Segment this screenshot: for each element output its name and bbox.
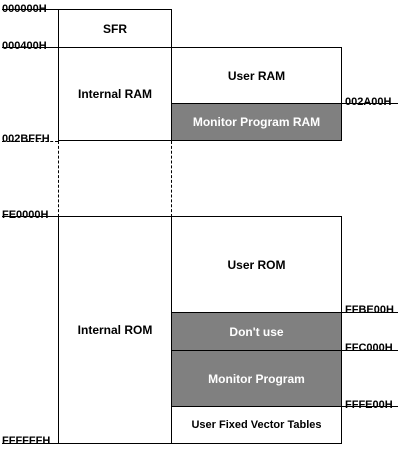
monitor-program-region: Monitor Program	[171, 350, 342, 407]
user-ram-region: User RAM	[171, 47, 342, 104]
address-ffc000: FFC000H	[345, 342, 393, 354]
leader-fffe00	[341, 406, 398, 407]
monitor-program-label: Monitor Program	[208, 371, 305, 386]
leader-002a00	[341, 103, 398, 104]
leader-000400	[2, 47, 58, 48]
address-000400: 000400H	[2, 40, 47, 52]
user-ram-label: User RAM	[227, 68, 286, 83]
user-fixed-vector-tables-region: User Fixed Vector Tables	[171, 406, 342, 444]
address-fe0000: FE0000H	[2, 209, 49, 221]
dont-use-label: Don't use	[229, 324, 284, 339]
user-rom-region: User ROM	[171, 216, 342, 313]
monitor-program-ram-region: Monitor Program RAM	[171, 103, 342, 141]
leader-ffffff	[2, 443, 58, 444]
leader-ffc000	[341, 350, 398, 351]
user-fixed-vector-tables-label: User Fixed Vector Tables	[191, 419, 322, 431]
address-002a00: 002A00H	[345, 96, 392, 108]
address-ffbe00: FFBE00H	[345, 304, 394, 316]
leader-002bff	[2, 141, 58, 142]
sfr-region: SFR	[58, 9, 172, 48]
leader-000000	[2, 9, 58, 10]
address-fffe00: FFFE00H	[345, 399, 393, 411]
gap-left-dashed-line	[58, 141, 59, 217]
internal-rom-label: Internal ROM	[77, 323, 153, 337]
user-rom-label: User ROM	[227, 257, 286, 272]
internal-ram-region: Internal RAM	[58, 47, 172, 141]
leader-ffbe00	[341, 312, 398, 313]
sfr-label: SFR	[103, 21, 127, 36]
leader-fe0000	[2, 216, 58, 217]
internal-rom-region: Internal ROM	[58, 216, 172, 444]
monitor-program-ram-label: Monitor Program RAM	[192, 115, 321, 129]
gap-right-dashed-line	[171, 141, 172, 217]
address-ffffff: FFFFFFH	[2, 435, 51, 447]
internal-ram-label: Internal RAM	[77, 87, 152, 101]
address-002bff: 002BFFH	[2, 133, 50, 145]
dont-use-region: Don't use	[171, 312, 342, 351]
